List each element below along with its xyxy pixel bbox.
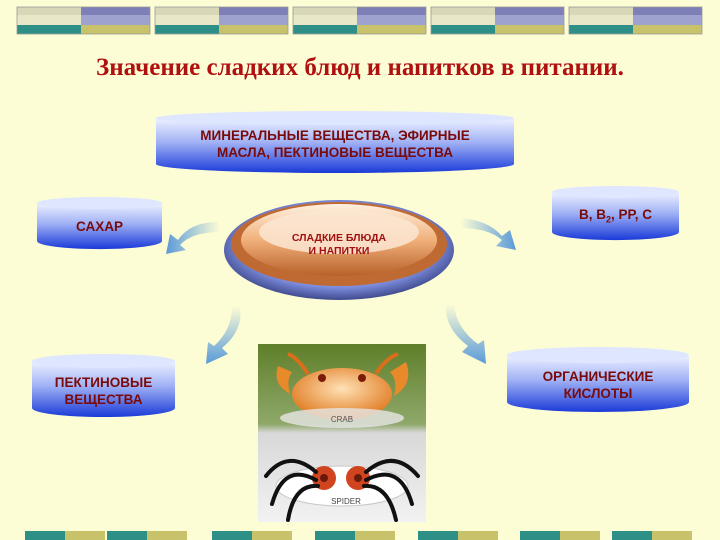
vitamins-label-suffix: , РР, С — [611, 207, 652, 222]
vitamins-node: В, В2, РР, С — [550, 184, 681, 242]
arrow-right-icon — [460, 218, 516, 250]
cylinder-shape — [32, 354, 175, 417]
acids-label-line1: ОРГАНИЧЕСКИЕ — [542, 369, 654, 384]
crab-spider-image: CRAB SPIDER — [258, 344, 426, 522]
acids-label-line2: КИСЛОТЫ — [563, 386, 633, 401]
minerals-label-line1: МИНЕРАЛЬНЫЕ ВЕЩЕСТВА, ЭФИРНЫЕ — [200, 128, 470, 143]
pectin-label-line1: ПЕКТИНОВЫЕ — [54, 375, 153, 390]
dessert-photo: CRAB SPIDER — [258, 344, 426, 522]
minerals-label-line2: МАСЛА, ПЕКТИНОВЫЕ ВЕЩЕСТВА — [217, 145, 453, 160]
arrow-down-right-icon — [445, 304, 486, 364]
sugar-label: САХАР — [76, 219, 123, 234]
pectin-label-line2: ВЕЩЕСТВА — [64, 392, 143, 407]
photo-label-crab: CRAB — [331, 415, 353, 424]
vitamins-label-subscript: 2 — [606, 214, 612, 225]
cylinder-shape — [156, 111, 514, 173]
photo-label-spider: SPIDER — [331, 497, 361, 506]
arrow-left-icon — [166, 222, 220, 254]
cylinder-shape — [37, 197, 162, 250]
pectin-node: ПЕКТИНОВЫЕ ВЕЩЕСТВА — [30, 352, 177, 418]
dish-shape — [224, 200, 454, 300]
bottom-decoration-bar — [25, 531, 692, 540]
acids-node: ОРГАНИЧЕСКИЕ КИСЛОТЫ — [505, 345, 691, 413]
sugar-node: САХАР — [35, 195, 164, 251]
minerals-node: МИНЕРАЛЬНЫЕ ВЕЩЕСТВА, ЭФИРНЫЕ МАСЛА, ПЕК… — [154, 110, 516, 174]
cylinder-shape — [552, 186, 679, 241]
page-title: Значение сладких блюд и напитков в питан… — [96, 54, 624, 81]
top-decoration-bar — [16, 6, 703, 35]
arrow-down-left-icon — [206, 306, 241, 364]
vitamins-label-prefix: В, В — [579, 207, 607, 222]
center-label-line1: СЛАДКИЕ БЛЮДА — [291, 232, 387, 244]
vitamins-label: В, В2, РР, С — [550, 206, 681, 229]
center-label-line2: И НАПИТКИ — [308, 245, 370, 257]
cylinder-shape — [507, 347, 689, 412]
center-dish: СЛАДКИЕ БЛЮДА И НАПИТКИ — [222, 192, 456, 302]
